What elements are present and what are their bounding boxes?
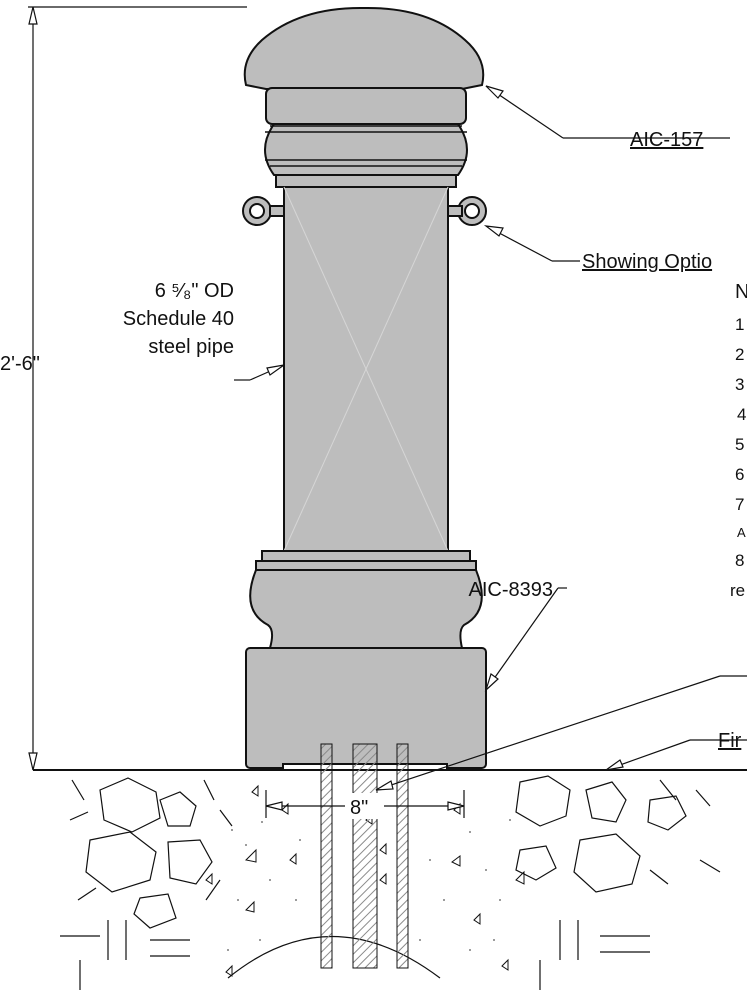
- part-label-base: AIC-8393: [469, 579, 554, 601]
- depth-dimension-label: 8": [350, 797, 368, 819]
- concrete-speckle: [205, 784, 525, 977]
- notes-heading: N: [735, 281, 747, 303]
- note-item: 4: [737, 405, 746, 424]
- eye-hook-left: [242, 196, 285, 226]
- note-item: 3: [735, 375, 744, 394]
- option-note-label: Showing Optio: [582, 251, 712, 273]
- note-item: 1: [735, 315, 744, 334]
- bollard-base: [245, 550, 487, 771]
- cap-bands: [265, 125, 467, 167]
- pipe-label-line1: 6 ⁵⁄₈" OD: [155, 280, 234, 302]
- depth-dimension: [265, 790, 465, 818]
- height-dimension-label: 2'-6": [0, 353, 40, 375]
- bollard-cap: [243, 6, 485, 188]
- note-item: A: [737, 525, 746, 540]
- note-item: 7: [735, 495, 744, 514]
- note-item: 5: [735, 435, 744, 454]
- note-item: re: [730, 581, 745, 600]
- aggregate-left: [60, 777, 233, 990]
- note-item: 2: [735, 345, 744, 364]
- leader-lines: [234, 85, 747, 791]
- aggregate-right: [515, 775, 721, 990]
- pipe-label-line3: steel pipe: [148, 336, 234, 358]
- part-label-cap: AIC-157: [630, 129, 703, 151]
- embedded-pipe-sections: [320, 743, 409, 969]
- concrete-dots: [227, 819, 511, 951]
- height-dimension: [28, 6, 247, 771]
- pipe-label-line2: Schedule 40: [123, 308, 234, 330]
- grade-label: Fir: [718, 730, 742, 752]
- steel-pipe: [283, 186, 449, 552]
- note-item: 8: [735, 551, 744, 570]
- eye-hook-right: [447, 196, 487, 226]
- notes-list: N 1 2 3 4 5 6 7 A 8 re: [730, 281, 747, 600]
- note-item: 6: [735, 465, 744, 484]
